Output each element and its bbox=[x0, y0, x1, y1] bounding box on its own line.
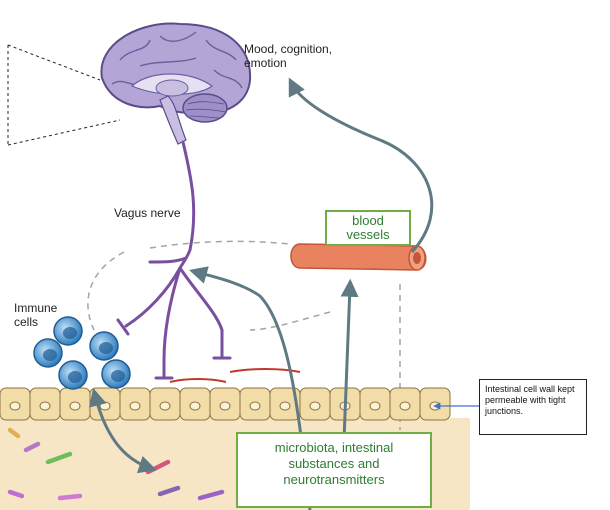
cell-nucleus bbox=[39, 401, 51, 411]
cell-nucleus bbox=[279, 401, 291, 411]
blood-label-line2: vessels bbox=[346, 227, 390, 242]
immune-label-line1: Immune bbox=[14, 301, 58, 315]
micro-label-line3: neurotransmitters bbox=[283, 472, 385, 487]
cell-nucleus bbox=[159, 401, 171, 411]
cell-nucleus bbox=[309, 401, 321, 411]
cell-nucleus bbox=[189, 401, 201, 411]
intestinal-wall-note: Intestinal cell wall kept permeable with… bbox=[479, 379, 587, 435]
immune-cells-label: Immune cells bbox=[14, 301, 64, 329]
micro-label-line2: substances and bbox=[288, 456, 380, 471]
brain-illustration bbox=[100, 22, 252, 145]
mood-label-line2: emotion bbox=[244, 56, 287, 70]
cell-nucleus bbox=[69, 401, 81, 411]
intestinal-epithelium bbox=[0, 387, 451, 421]
cell-nucleus bbox=[129, 401, 141, 411]
cell-nucleus bbox=[399, 401, 411, 411]
immune-cells bbox=[33, 316, 131, 390]
blood-vessels-box: blood vessels bbox=[325, 210, 411, 246]
microbes bbox=[7, 427, 225, 501]
mood-cognition-label: Mood, cognition, emotion bbox=[244, 42, 374, 70]
vagus-nerve bbox=[124, 140, 224, 378]
cell-nucleus bbox=[9, 401, 21, 411]
nerve-endings bbox=[116, 318, 232, 380]
mood-label-line1: Mood, cognition, bbox=[244, 42, 333, 56]
blood-vessel bbox=[290, 243, 427, 271]
capillary-marks bbox=[169, 368, 301, 383]
immune-label-line2: cells bbox=[14, 315, 39, 329]
blood-label-line1: blood bbox=[352, 213, 384, 228]
zoom-lines bbox=[7, 44, 121, 146]
vagus-nerve-label: Vagus nerve bbox=[114, 206, 181, 220]
cell-nucleus bbox=[249, 401, 261, 411]
cell-nucleus bbox=[369, 401, 381, 411]
cell-nucleus bbox=[219, 401, 231, 411]
cell-nucleus bbox=[99, 401, 111, 411]
micro-label-line1: microbiota, intestinal bbox=[274, 440, 394, 455]
microbiota-box: microbiota, intestinal substances and ne… bbox=[236, 432, 432, 508]
